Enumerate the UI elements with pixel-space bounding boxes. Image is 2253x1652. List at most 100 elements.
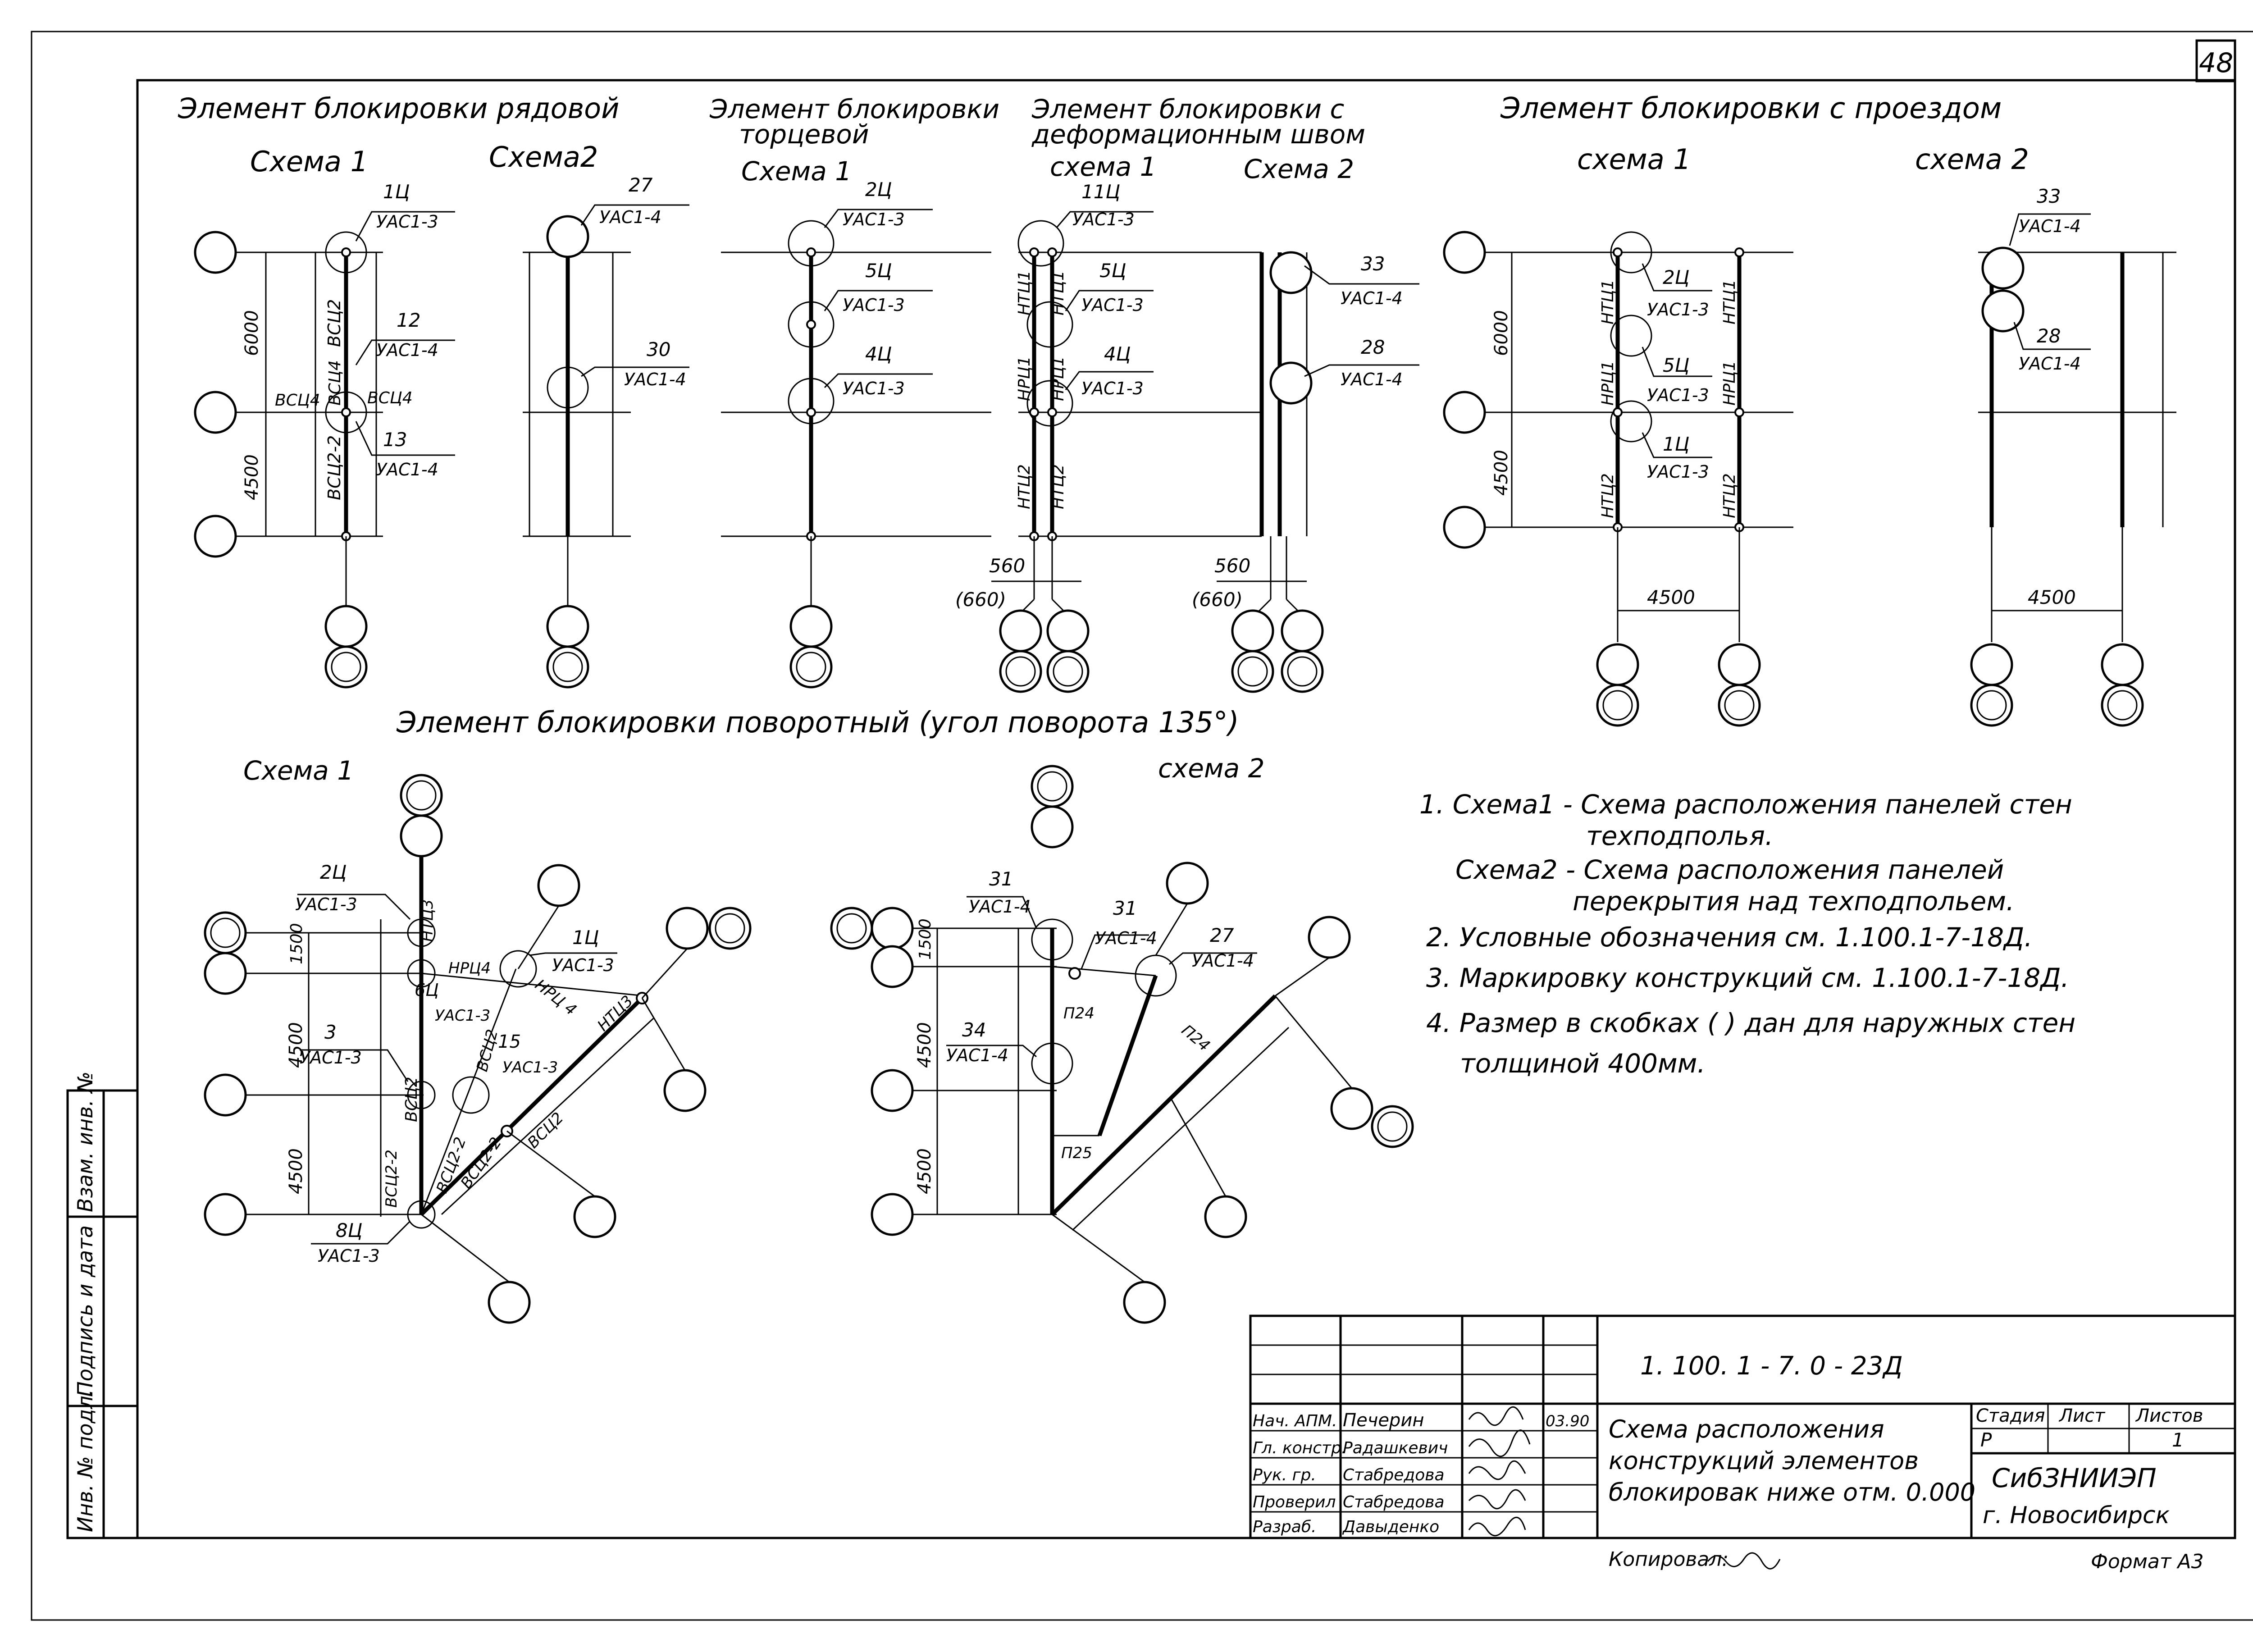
svg-text:П24: П24 bbox=[1178, 1021, 1213, 1055]
svg-text:5Ц: 5Ц bbox=[1099, 260, 1126, 282]
sheet-header: Лист bbox=[2058, 1406, 2106, 1426]
heading-end-line2: торцевой bbox=[739, 119, 869, 150]
svg-text:4Ц: 4Ц bbox=[1104, 343, 1131, 365]
notes-block: 1. Схема1 - Схема расположения панелей с… bbox=[1419, 789, 2075, 1079]
svg-text:2Ц: 2Ц bbox=[320, 861, 347, 883]
svg-text:2Ц: 2Ц bbox=[865, 178, 892, 201]
name-1: Печерин bbox=[1343, 1410, 1424, 1431]
svg-text:4500: 4500 bbox=[242, 454, 262, 500]
svg-text:27: 27 bbox=[629, 174, 653, 196]
svg-text:УАС1-3: УАС1-3 bbox=[1647, 462, 1709, 482]
note-2: 2. Условные обозначения см. 1.100.1-7-18… bbox=[1426, 922, 2033, 953]
svg-text:ВСЦ4: ВСЦ4 bbox=[326, 360, 344, 406]
svg-text:НРЦ1: НРЦ1 bbox=[1720, 361, 1739, 406]
svg-text:28: 28 bbox=[2037, 325, 2061, 347]
svg-text:ВСЦ2: ВСЦ2 bbox=[473, 1027, 502, 1073]
svg-text:НТЦ3: НТЦ3 bbox=[594, 992, 637, 1035]
svg-text:8Ц: 8Ц bbox=[336, 1219, 362, 1241]
end-element-diagram: 2Ц УАС1-3 5Ц УАС1-3 4Ц УАС1-3 bbox=[721, 178, 991, 689]
stamp-vzam: Взам. инв. № bbox=[73, 1072, 97, 1212]
svg-text:1500: 1500 bbox=[916, 918, 935, 960]
svg-text:4500: 4500 bbox=[914, 1022, 935, 1068]
svg-text:ВСЦ2-2: ВСЦ2-2 bbox=[324, 435, 344, 500]
svg-text:33: 33 bbox=[1361, 253, 1385, 275]
svg-text:УАС1-3: УАС1-3 bbox=[1081, 295, 1144, 315]
svg-text:НТЦ2: НТЦ2 bbox=[1720, 473, 1739, 518]
scheme-turn-2: схема 2 bbox=[1158, 753, 1265, 784]
scheme-deform-2: Схема 2 bbox=[1244, 154, 1354, 184]
svg-text:ВСЦ2-2: ВСЦ2-2 bbox=[383, 1150, 401, 1208]
svg-text:НТЦ1: НТЦ1 bbox=[1599, 279, 1617, 324]
svg-text:УАС1-4: УАС1-4 bbox=[2019, 354, 2081, 374]
title-line3: блокировак ниже отм. 0.000 bbox=[1609, 1478, 1975, 1506]
svg-text:НРЦ 4: НРЦ 4 bbox=[531, 976, 579, 1019]
svg-text:12: 12 bbox=[397, 309, 420, 331]
svg-text:560: 560 bbox=[989, 555, 1025, 577]
svg-text:УАС1-4: УАС1-4 bbox=[1341, 370, 1403, 389]
stage-header: Стадия bbox=[1976, 1406, 2045, 1426]
svg-text:УАС1-4: УАС1-4 bbox=[2019, 216, 2081, 236]
role-4: Проверил bbox=[1253, 1493, 1336, 1511]
svg-text:П24: П24 bbox=[1063, 1004, 1095, 1022]
heading-turning: Элемент блокировки поворотный (угол пово… bbox=[396, 706, 1239, 739]
svg-text:НТЦ2: НТЦ2 bbox=[1015, 464, 1034, 509]
date: 03.90 bbox=[1546, 1412, 1589, 1430]
sheet-number: 48 bbox=[2199, 47, 2233, 79]
role-5: Разраб. bbox=[1253, 1518, 1316, 1536]
name-3: Стабредова bbox=[1343, 1466, 1445, 1484]
svg-text:УАС1-4: УАС1-4 bbox=[376, 340, 438, 360]
svg-text:560: 560 bbox=[1214, 555, 1250, 577]
stage-value: Р bbox=[1980, 1429, 1992, 1451]
svg-text:УАС1-4: УАС1-4 bbox=[599, 207, 661, 227]
svg-text:ВСЦ4: ВСЦ4 bbox=[275, 391, 320, 410]
svg-text:НТЦ1: НТЦ1 bbox=[1720, 279, 1739, 324]
svg-text:ВСЦ4: ВСЦ4 bbox=[367, 389, 413, 407]
scheme-passage-1: схема 1 bbox=[1577, 143, 1691, 176]
svg-text:(660): (660) bbox=[1192, 589, 1243, 611]
heading-deform-line1: Элемент блокировки с bbox=[1031, 94, 1345, 124]
svg-text:2Ц: 2Ц bbox=[1663, 266, 1689, 288]
svg-text:31: 31 bbox=[1113, 897, 1137, 919]
svg-text:НРЦ1: НРЦ1 bbox=[1015, 356, 1034, 401]
axis-bubble bbox=[194, 515, 237, 558]
axis-bubble bbox=[194, 231, 237, 274]
svg-text:34: 34 bbox=[962, 1019, 986, 1041]
name-2: Радашкевич bbox=[1343, 1439, 1448, 1457]
note-1c: Схема2 - Схема расположения панелей bbox=[1455, 854, 2004, 885]
passage-element-diagram: 6000 4500 НТЦ1 НТЦ1 НРЦ1 НРЦ1 НТЦ2 НТЦ2 … bbox=[1443, 185, 2176, 727]
svg-text:УАС1-3: УАС1-3 bbox=[552, 955, 614, 975]
row-element-diagram: 6000 4500 ВСЦ2 ВСЦ4 ВСЦ4 ВСЦ4 ВСЦ2-2 1Ц … bbox=[194, 174, 689, 689]
name-4: Стабредова bbox=[1343, 1493, 1445, 1511]
svg-text:ВСЦ2: ВСЦ2 bbox=[524, 1109, 567, 1152]
svg-text:УАС1-3: УАС1-3 bbox=[843, 210, 905, 229]
svg-text:УАС1-3: УАС1-3 bbox=[1647, 300, 1709, 319]
note-4b: толщиной 400мм. bbox=[1460, 1048, 1706, 1079]
svg-text:УАС1-3: УАС1-3 bbox=[1072, 210, 1135, 229]
note-1d: перекрытия над техподпольем. bbox=[1573, 886, 2014, 917]
role-1: Нач. АПМ. bbox=[1253, 1412, 1337, 1430]
svg-text:НТЦ3: НТЦ3 bbox=[419, 899, 437, 942]
svg-text:УАС1-3: УАС1-3 bbox=[843, 379, 905, 398]
svg-text:1Ц: 1Ц bbox=[1663, 433, 1689, 455]
doc-code: 1. 100. 1 - 7. 0 - 23Д bbox=[1640, 1351, 1903, 1381]
svg-text:6000: 6000 bbox=[242, 310, 262, 356]
svg-text:НТЦ2: НТЦ2 bbox=[1049, 464, 1067, 509]
svg-text:15: 15 bbox=[498, 1031, 521, 1052]
org-line2: г. Новосибирск bbox=[1983, 1502, 2170, 1529]
inner-frame bbox=[136, 79, 2236, 1539]
svg-text:НРЦ4: НРЦ4 bbox=[448, 959, 491, 977]
svg-text:УАС1-4: УАС1-4 bbox=[1341, 288, 1403, 308]
axis-bubble bbox=[194, 391, 237, 434]
svg-text:УАС1-3: УАС1-3 bbox=[435, 1007, 490, 1025]
svg-text:УАС1-3: УАС1-3 bbox=[295, 894, 357, 914]
sheets-value: 1 bbox=[2172, 1429, 2184, 1451]
copied-label: Копировал: bbox=[1609, 1548, 1729, 1571]
turning-schema1-diagram: 1500 4500 4500 НТЦ3 НРЦ4 НРЦ 4 НТЦ3 ВСЦ2… bbox=[204, 774, 752, 1324]
note-3: 3. Маркировку конструкций см. 1.100.1-7-… bbox=[1426, 963, 2069, 993]
scheme-row-2: Схема2 bbox=[489, 141, 598, 173]
heading-row-element: Элемент блокировки рядовой bbox=[178, 92, 619, 125]
svg-text:УАС1-3: УАС1-3 bbox=[843, 295, 905, 315]
title-line2: конструкций элементов bbox=[1609, 1447, 1919, 1475]
format-label: Формат А3 bbox=[2091, 1550, 2204, 1573]
